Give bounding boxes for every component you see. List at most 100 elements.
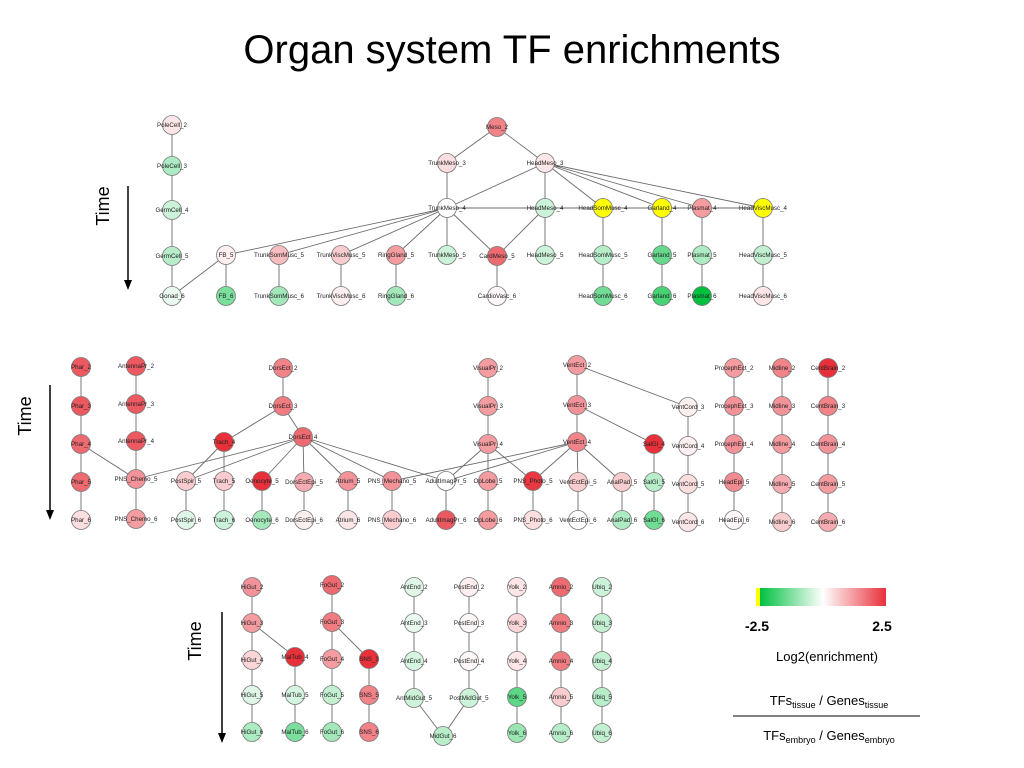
- node-label-amnio-3: Amnio_3: [549, 620, 574, 627]
- edge-trunkmeso-4-to-trunkviscmusc-5: [340, 207, 448, 256]
- node-circle-germcell-5: [162, 246, 182, 266]
- node-label-higut-2: HiGut_2: [241, 584, 264, 591]
- node-label-pns-photo-6: PNS_Photo_6: [513, 517, 553, 524]
- node-circle-higut-4: [242, 650, 262, 670]
- node-phar-6: Phar_6: [71, 510, 92, 530]
- node-higut-6: HiGut_6: [241, 722, 264, 742]
- node-label-antennapr-2: AntennaPr_2: [118, 363, 155, 370]
- node-circle-antennapr-2: [126, 356, 146, 376]
- node-label-headsommusc-4: HeadSomMusc_4: [578, 205, 628, 212]
- node-circle-adultimagpr-6: [436, 510, 456, 530]
- node-cardiovasc-6: CardioVasc_6: [478, 286, 517, 306]
- node-gonad-6: Gonad_6: [159, 286, 185, 306]
- node-circle-gonad-6: [162, 286, 182, 306]
- node-circle-oenocyte-6: [252, 510, 272, 530]
- node-trunkviscmusc-6: TrunkViscMusc_6: [317, 286, 366, 306]
- node-circle-postspir-6: [176, 510, 196, 530]
- node-circle-fogut-3: [322, 612, 342, 632]
- node-antmidgut-5: AntMidGut_5: [396, 688, 433, 708]
- node-fb-6: FB_6: [216, 286, 236, 306]
- node-label-germcell-5: GermCell_5: [155, 253, 189, 260]
- node-circle-ventcord-6: [678, 512, 698, 532]
- node-circle-centbrain-3: [818, 396, 838, 416]
- node-label-analpad-5: AnalPad_5: [607, 479, 638, 486]
- node-fogut-4: FoGut_4: [320, 649, 345, 669]
- node-circle-dorsect-2: [273, 358, 293, 378]
- node-trunkviscmusc-5: TrunkViscMusc_5: [317, 245, 366, 265]
- node-label-amnio-5: Amnio_5: [549, 694, 574, 701]
- time-axis-bottom: Time: [185, 612, 226, 743]
- node-label-phar-6: Phar_6: [71, 517, 92, 524]
- node-yolk-6: Yolk_6: [507, 723, 527, 743]
- time-arrowhead-middle: [46, 510, 54, 520]
- node-circle-midline-5: [772, 474, 792, 494]
- node-circle-headepi-6: [724, 510, 744, 530]
- time-axis-middle: Time: [15, 385, 54, 520]
- enrichment-formula: TFstissue / Genestissue TFsembryo / Gene…: [733, 693, 920, 745]
- node-circle-phar-4: [71, 434, 91, 454]
- node-circle-ventcord-3: [678, 397, 698, 417]
- node-label-phar-5: Phar_5: [71, 479, 92, 486]
- node-amnio-3: Amnio_3: [549, 613, 574, 633]
- node-label-trunkviscmusc-5: TrunkViscMusc_5: [317, 252, 366, 259]
- node-label-centbrain-6: CentBrain_6: [811, 519, 846, 526]
- node-label-midline-4: Midline_4: [769, 441, 796, 448]
- node-ventect-2: VentEct_2: [563, 355, 592, 375]
- node-postend-2: PostEnd_2: [454, 577, 485, 597]
- edge-dorsect-4-to-oenocyte-5: [261, 436, 304, 482]
- edge-dorsect-4-to-pns-chemo-5: [135, 436, 304, 480]
- node-label-midline-3: Midline_3: [769, 403, 796, 410]
- node-label-trach-6: Trach_6: [213, 517, 236, 524]
- node-label-trunkmeso-4: TrunkMeso_4: [428, 205, 466, 212]
- node-yolk-3: Yolk_3: [507, 613, 527, 633]
- node-circle-ventect-3: [567, 395, 587, 415]
- node-label-pns-chemo-5: PNS_Chemo_5: [115, 476, 159, 483]
- node-garland-6: Garland_6: [648, 286, 677, 306]
- node-label-meso-2: Meso_2: [486, 124, 509, 131]
- node-circle-ventcord-4: [678, 436, 698, 456]
- node-circle-antend-3: [404, 613, 424, 633]
- node-label-amnio-6: Amnio_6: [549, 730, 574, 737]
- node-circle-pns-mechano-5: [382, 471, 402, 491]
- node-circle-headviscmusc-6: [753, 286, 773, 306]
- color-scale-legend: -2.5 2.5 Log2(enrichment): [745, 588, 892, 664]
- node-label-antend-3: AntEnd_3: [400, 620, 428, 627]
- node-label-gonad-6: Gonad_6: [159, 293, 185, 300]
- node-circle-adultimagpr-5: [436, 471, 456, 491]
- node-label-oplobe-6: OpLobe_6: [474, 517, 503, 524]
- node-circle-ringgland-5: [386, 245, 406, 265]
- edge-ventect-4-to-pns-mechano-5: [391, 441, 578, 482]
- node-circle-ringgland-6: [386, 286, 406, 306]
- node-atrium-5: Atrium_5: [336, 471, 361, 491]
- node-label-midline-6: Midline_6: [769, 519, 796, 526]
- node-ubiq-4: Ubiq_4: [592, 651, 612, 671]
- node-circle-fogut-2: [322, 575, 342, 595]
- node-circle-headmeso-4: [535, 198, 555, 218]
- node-label-fogut-2: FoGut_2: [320, 582, 345, 589]
- node-fogut-5: FoGut_5: [320, 685, 345, 705]
- node-label-phar-4: Phar_4: [71, 441, 92, 448]
- node-higut-4: HiGut_4: [241, 650, 264, 670]
- node-ventcord-3: VentCord_3: [672, 397, 705, 417]
- node-amnio-5: Amnio_5: [549, 687, 574, 707]
- node-adultimagpr-5: AdultImagPr_5: [426, 471, 467, 491]
- node-headviscmusc-5: HeadViscMusc_5: [739, 245, 788, 265]
- node-circle-analpad-6: [612, 510, 632, 530]
- node-analpad-6: AnalPad_6: [607, 510, 638, 530]
- node-circle-salgl-6: [644, 510, 664, 530]
- node-circle-pns-mechano-6: [382, 510, 402, 530]
- node-label-visualpr-4: VisualPr_4: [473, 441, 503, 448]
- node-label-centbrain-3: CentBrain_3: [811, 403, 846, 410]
- node-phar-5: Phar_5: [71, 472, 92, 492]
- node-postmidgut-5: PostMidGut_5: [449, 688, 489, 708]
- node-label-fogut-3: FoGut_3: [320, 619, 345, 626]
- node-label-antmidgut-5: AntMidGut_5: [396, 695, 433, 702]
- node-circle-yolk-2: [507, 577, 527, 597]
- node-ventect-3: VentEct_3: [563, 395, 592, 415]
- node-circle-fogut-5: [322, 685, 342, 705]
- node-label-trunkviscmusc-6: TrunkViscMusc_6: [317, 293, 366, 300]
- node-label-maltub-6: MalTub_6: [281, 729, 309, 736]
- node-circle-meso-2: [487, 117, 507, 137]
- node-circle-ventect-4: [567, 432, 587, 452]
